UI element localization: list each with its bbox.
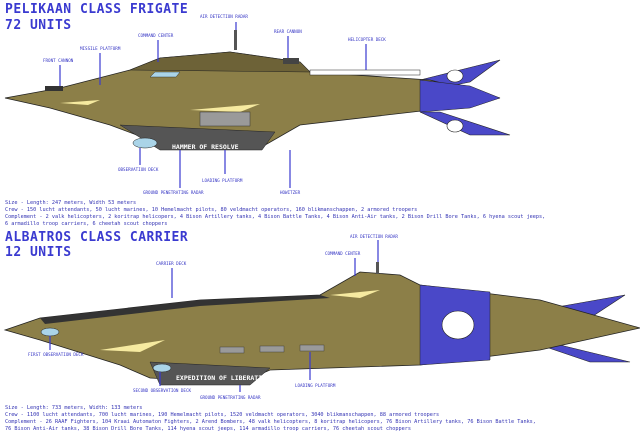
frigate-stripe-2 — [190, 104, 260, 112]
carrier-stripe-2 — [330, 290, 380, 298]
carrier-crew: Crew - 1100 lucht attendants, 700 lucht … — [5, 412, 440, 418]
frigate-tail-fin-lower — [419, 111, 511, 136]
frigate-complement-2: 6 armadillo troop carriers, 6 cheetah sc… — [5, 221, 168, 227]
carrier-title: ALBATROS CLASS CARRIER — [5, 230, 189, 245]
carrier-hull — [3, 271, 640, 384]
frigate-observation-dome — [132, 137, 158, 149]
carrier-observation-dome-2 — [152, 363, 172, 373]
frigate-radar-mast — [234, 30, 237, 50]
label-carrier-command-center: COMMAND CENTER — [325, 251, 361, 256]
carrier-units: 12 UNITS — [5, 245, 72, 260]
frigate-complement-1: Complement - 2 valk helicopters, 2 korit… — [5, 214, 546, 220]
frigate-stripe — [60, 100, 100, 105]
label-first-observation-deck: FIRST OBSERVATION DECK — [28, 352, 84, 357]
frigate-rear-cannon — [283, 58, 299, 64]
label-carrier-loading-platform: LOADING PLATFORM — [295, 383, 336, 388]
frigate-window — [149, 71, 181, 78]
frigate-helicopter-deck — [309, 69, 421, 76]
label-missile-platform: MISSILE PLATFORM — [80, 46, 121, 51]
frigate-units: 72 UNITS — [5, 18, 72, 33]
frigate-illustration: HAMMER OF RESOLVE AIR DETECTION RADAR CO… — [4, 14, 511, 195]
label-air-detection-radar: AIR DETECTION RADAR — [200, 14, 248, 19]
label-second-observation-deck: SECOND OBSERVATION DECK — [133, 388, 191, 393]
carrier-specs: Size - Length: 733 meters, Width: 133 me… — [5, 405, 536, 433]
frigate-size: Size - Length: 247 meters, Width 53 mete… — [5, 200, 137, 206]
frigate-ship-name: HAMMER OF RESOLVE — [172, 143, 239, 151]
carrier-illustration: EXPEDITION OF LIBERATION AIR DETECTION R… — [3, 234, 640, 400]
label-carrier-deck: CARRIER DECK — [156, 261, 187, 266]
carrier-complement-2: 76 Bison Anti-Air tanks, 38 Bison Drill … — [5, 426, 412, 432]
carrier-observation-dome-1 — [40, 327, 60, 337]
carrier-radar-mast — [376, 262, 379, 274]
label-rear-cannon: REAR CANNON — [274, 29, 302, 34]
label-front-cannon: FRONT CANNON — [43, 58, 74, 63]
frigate-front-cannon — [45, 86, 63, 91]
frigate-tail-emblem-bottom — [446, 119, 464, 133]
label-command-center: COMMAND CENTER — [138, 33, 174, 38]
frigate-deck-top — [129, 51, 311, 73]
carrier-stripe — [100, 340, 165, 352]
carrier-platform-3 — [299, 344, 325, 352]
carrier-size: Size - Length: 733 meters, Width: 133 me… — [5, 405, 143, 411]
label-observation-deck: OBSERVATION DECK — [118, 167, 159, 172]
carrier-deck — [40, 295, 330, 324]
carrier-tail-fin-lower — [539, 344, 631, 363]
frigate-specs: Size - Length: 247 meters, Width 53 mete… — [5, 200, 545, 228]
carrier-ventral — [149, 361, 271, 386]
carrier-tail-emblem — [441, 310, 475, 340]
label-howitzer: HOWITZER — [280, 190, 301, 195]
label-helicopter-deck: HELICOPTER DECK — [348, 37, 386, 42]
frigate-loading-platform-shape — [199, 111, 251, 127]
carrier-platform-1 — [219, 346, 245, 354]
frigate-crew: Crew - 150 lucht attendants, 50 lucht ma… — [5, 207, 418, 213]
label-loading-platform: LOADING PLATFORM — [202, 178, 243, 183]
carrier-ship-name: EXPEDITION OF LIBERATION — [176, 374, 270, 382]
frigate-tail-emblem-top — [446, 69, 464, 83]
label-carrier-ground-penetrating-radar: GROUND PENETRATING RADAR — [200, 395, 261, 400]
label-ground-penetrating-radar: GROUND PENETRATING RADAR — [143, 190, 204, 195]
label-carrier-air-detection-radar: AIR DETECTION RADAR — [350, 234, 398, 239]
carrier-complement-1: Complement - 26 RAAF Fighters, 104 Kraai… — [5, 419, 536, 425]
carrier-platform-2 — [259, 345, 285, 353]
frigate-title: PELIKAAN CLASS FRIGATE — [5, 2, 189, 17]
frigate-tail-band — [419, 79, 501, 113]
